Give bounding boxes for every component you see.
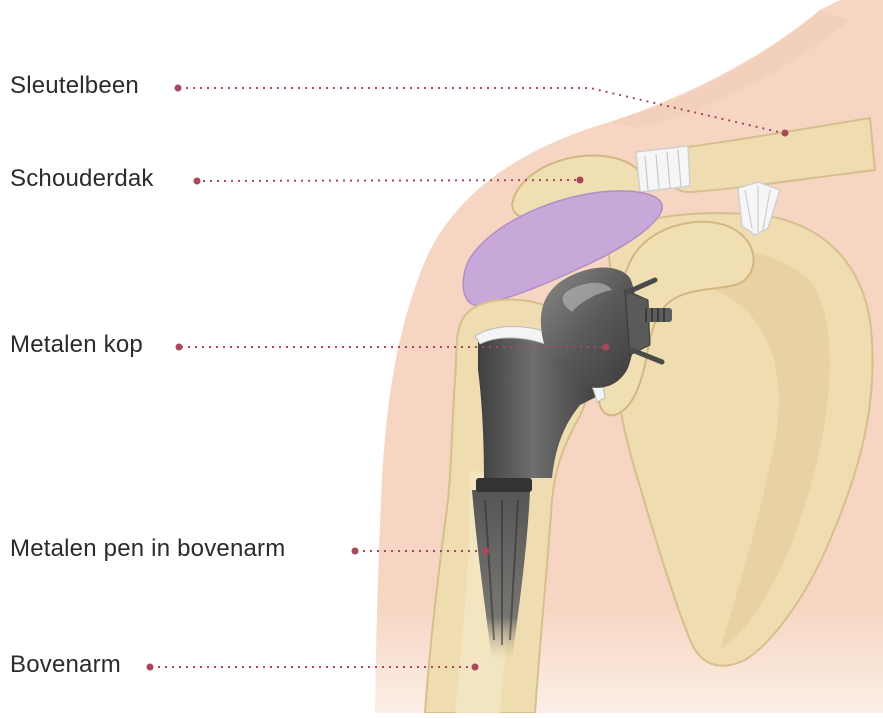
leader-dot-humerus-end [472, 664, 479, 671]
leader-dot-acromion-end [577, 177, 584, 184]
label-metal-head: Metalen kop [10, 331, 143, 359]
leader-dot-humerus-start [147, 664, 154, 671]
stem-collar [476, 478, 532, 492]
baseplate [625, 290, 650, 355]
leader-dot-stem-end [483, 548, 490, 555]
leader-dot-clavicle-start [175, 85, 182, 92]
acromioclavicular-ligament [636, 146, 690, 192]
leader-dot-stem-start [352, 548, 359, 555]
leader-dot-clavicle-end [782, 130, 789, 137]
label-metal-stem: Metalen pen in bovenarm [10, 535, 285, 563]
label-humerus: Bovenarm [10, 651, 121, 679]
leader-dot-head-start [176, 344, 183, 351]
label-clavicle: Sleutelbeen [10, 72, 139, 100]
leader-dot-acromion-start [194, 178, 201, 185]
leader-dot-head-end [603, 344, 610, 351]
label-acromion: Schouderdak [10, 165, 154, 193]
